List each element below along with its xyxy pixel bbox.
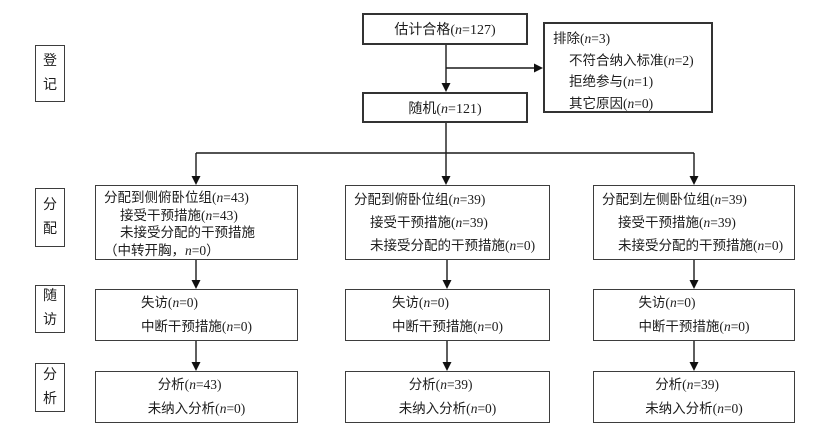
followup-line: 中断干预措施(n=0) xyxy=(638,319,750,334)
excluded-item: 其它原因(n=0) xyxy=(569,95,654,111)
followup-box-arm2: 失访(n=0) 中断干预措施(n=0) xyxy=(345,289,550,341)
followup-line: 失访(n=0) xyxy=(391,295,450,310)
followup-box-arm1: 失访(n=0) 中断干预措施(n=0) xyxy=(95,289,298,341)
followup-line: 中断干预措施(n=0) xyxy=(140,319,253,334)
allocation-line: （中转开胸，n=0） xyxy=(104,242,220,258)
stage-label-followup-text: 随 访 xyxy=(43,289,57,328)
assessed-eligibility-box: 估计合格(n=127) xyxy=(362,13,528,45)
allocation-title: 分配到俯卧位组(n=39) xyxy=(354,192,486,207)
allocation-box-arm1: 分配到侧俯卧位组(n=43) 接受干预措施(n=43) 未接受分配的干预措施 （… xyxy=(95,185,298,260)
stage-label-analysis: 分 析 xyxy=(35,363,65,412)
allocation-box-arm3: 分配到左侧卧位组(n=39) 接受干预措施(n=39) 未接受分配的干预措施(n… xyxy=(593,185,795,260)
stage-label-allocation-text: 分 配 xyxy=(43,197,57,237)
allocation-line: 未接受分配的干预措施 xyxy=(120,225,255,240)
allocation-title: 分配到左侧卧位组(n=39) xyxy=(602,192,747,207)
followup-line: 中断干预措施(n=0) xyxy=(391,319,504,334)
analysis-line: 分析(n=43) xyxy=(157,377,222,392)
analysis-box-arm1: 分析(n=43) 未纳入分析(n=0) xyxy=(95,371,298,423)
stage-label-enrollment: 登 记 xyxy=(35,45,65,102)
analysis-line: 未纳入分析(n=0) xyxy=(398,401,497,416)
randomized-box: 随机(n=121) xyxy=(362,92,528,123)
allocation-line: 接受干预措施(n=39) xyxy=(618,215,736,230)
analysis-line: 未纳入分析(n=0) xyxy=(645,401,743,416)
arrowheads xyxy=(191,63,699,371)
stage-label-allocation: 分 配 xyxy=(35,188,65,247)
excluded-box: 排除(n=3) 不符合纳入标准(n=2) 拒绝参与(n=1) 其它原因(n=0) xyxy=(543,22,713,113)
stage-label-analysis-text: 分 析 xyxy=(43,367,57,407)
assessed-eligibility-text: 估计合格(n=127) xyxy=(394,23,496,38)
analysis-line: 未纳入分析(n=0) xyxy=(147,401,246,416)
allocation-title: 分配到侧俯卧位组(n=43) xyxy=(104,190,249,205)
stage-label-followup: 随 访 xyxy=(35,285,65,333)
followup-box-arm3: 失访(n=0) 中断干预措施(n=0) xyxy=(593,289,795,341)
analysis-line: 分析(n=39) xyxy=(655,377,720,392)
allocation-line: 未接受分配的干预措施(n=0) xyxy=(370,238,536,253)
allocation-line: 未接受分配的干预措施(n=0) xyxy=(618,238,784,253)
allocation-line: 接受干预措施(n=39) xyxy=(370,215,488,230)
excluded-item: 拒绝参与(n=1) xyxy=(569,74,654,89)
analysis-box-arm2: 分析(n=39) 未纳入分析(n=0) xyxy=(345,371,550,423)
randomized-text: 随机(n=121) xyxy=(408,101,482,117)
analysis-box-arm3: 分析(n=39) 未纳入分析(n=0) xyxy=(593,371,795,423)
stage-label-enrollment-text: 登 记 xyxy=(43,53,57,93)
allocation-box-arm2: 分配到俯卧位组(n=39) 接受干预措施(n=39) 未接受分配的干预措施(n=… xyxy=(345,185,550,260)
analysis-line: 分析(n=39) xyxy=(408,377,473,392)
excluded-item: 不符合纳入标准(n=2) xyxy=(569,52,694,68)
allocation-line: 接受干预措施(n=43) xyxy=(120,207,238,223)
excluded-title: 排除(n=3) xyxy=(553,31,611,46)
followup-line: 失访(n=0) xyxy=(638,295,696,310)
followup-line: 失访(n=0) xyxy=(140,295,199,310)
